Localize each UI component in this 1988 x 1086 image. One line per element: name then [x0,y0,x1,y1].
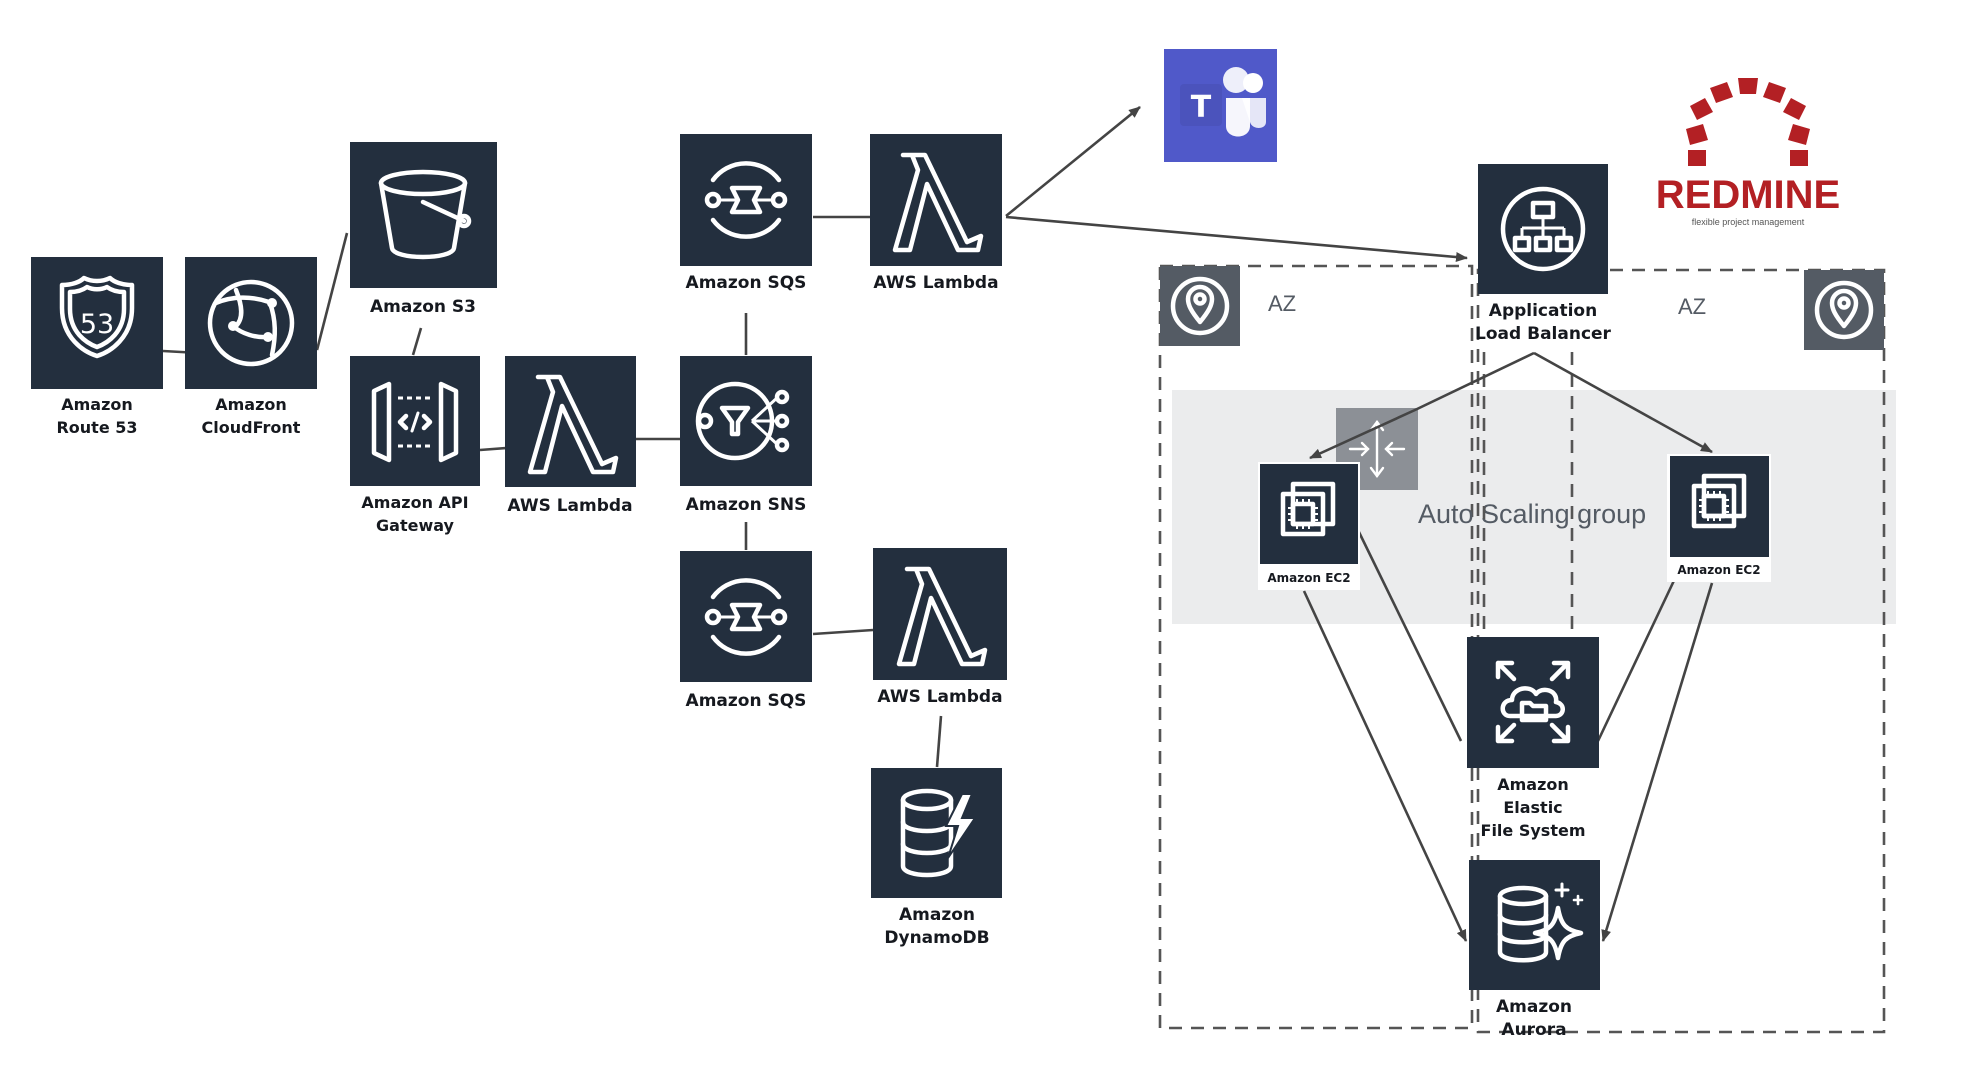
teams-node[interactable]: T [1164,49,1277,162]
lambda-icon [896,566,988,667]
aurora-node[interactable]: Amazon Aurora [1469,860,1600,1040]
alb-node[interactable]: Application Load Balancer [1475,164,1612,344]
lambda-api-label: AWS Lambda [507,496,632,516]
efs-node[interactable]: Amazon Elastic File System [1467,637,1599,840]
load-balancer-icon [1500,186,1586,272]
alb-label-1: Application [1489,301,1597,321]
sqs-top-label: Amazon SQS [686,273,807,293]
apigw-label-1: Amazon API [361,493,468,512]
ec2-chip-icon [1280,481,1336,537]
dynamodb-node[interactable]: Amazon DynamoDB [871,768,1002,948]
az-right-label: AZ [1678,294,1706,319]
auto-scaling-group-label: Auto Scaling group [1418,499,1646,529]
ec2-right-label: Amazon EC2 [1677,563,1760,577]
teams-letter: T [1191,90,1212,125]
connector-lambda-teams [1005,105,1141,218]
sns-icon [695,381,790,461]
aurora-icon [1497,882,1584,963]
auto-scaling-arrows-icon [1348,420,1406,478]
apigw-label-2: Gateway [376,516,455,535]
cloudfront-label-2: CloudFront [202,418,301,437]
redmine-arch-icon [1686,78,1810,166]
az-left-label: AZ [1268,291,1296,316]
connector-alb-ec2-left [1309,351,1535,460]
location-pin-icon [1170,276,1230,336]
connector-ec2-left-aurora [1302,590,1468,942]
dynamodb-label-1: Amazon [899,905,975,925]
ec2-right-node[interactable]: Amazon EC2 [1667,454,1771,582]
apigw-node[interactable]: Amazon API Gateway [350,356,480,535]
connector-ec2-right-aurora [1601,582,1714,942]
lambda-icon [527,374,619,475]
lambda-top-node[interactable]: AWS Lambda [870,134,1002,293]
redmine-tagline: flexible project management [1692,217,1805,227]
sns-label: Amazon SNS [686,495,807,515]
dynamodb-icon [900,788,977,878]
cloudfront-node[interactable]: Amazon CloudFront [185,257,317,437]
efs-icon [1495,660,1571,744]
cloudfront-label-1: Amazon [215,395,287,414]
route53-label-1: Amazon [61,395,133,414]
aurora-label-2: Aurora [1501,1020,1566,1040]
svg-text:53: 53 [80,309,114,340]
lambda-icon [892,152,984,253]
route53-label-2: Route 53 [56,418,137,437]
connector-lambda-dynamodb [935,715,943,768]
efs-label-3: File System [1481,821,1586,840]
s3-node[interactable]: Amazon S3 [350,142,497,317]
cloudfront-globe-icon [207,279,295,367]
s3-bucket-icon [378,169,472,260]
sqs-icon [704,578,788,656]
dynamodb-label-2: DynamoDB [884,928,989,948]
sqs-bottom-label: Amazon SQS [686,691,807,711]
aurora-label-1: Amazon [1496,997,1572,1017]
connector-s3-apigw [411,327,423,356]
api-gateway-icon [371,381,459,463]
ec2-left-label: Amazon EC2 [1267,571,1350,585]
route53-shield-icon: 53 [59,275,135,359]
az-left-frame [1158,264,1474,1030]
redmine-logo: REDMINE flexible project management [1656,78,1840,227]
ec2-left-node[interactable]: Amazon EC2 [1258,462,1360,590]
connector-sqs-lambda-bottom [812,628,874,636]
connector-lambda-alb [1005,215,1468,263]
lambda-bottom-label: AWS Lambda [877,687,1002,707]
efs-label-2: Elastic [1503,798,1562,817]
alb-label-2: Load Balancer [1475,324,1612,344]
sns-node[interactable]: Amazon SNS [680,356,812,515]
sqs-icon [704,161,788,239]
sqs-top-node[interactable]: Amazon SQS [680,134,812,293]
az-right-badge [1804,270,1884,350]
lambda-bottom-node[interactable]: AWS Lambda [873,548,1007,707]
az-right-frame [1476,268,1886,1034]
location-pin-icon [1814,280,1874,340]
lambda-top-label: AWS Lambda [873,273,998,293]
efs-label-1: Amazon [1497,775,1569,794]
redmine-wordmark: REDMINE [1656,173,1840,217]
connector-cloudfront-s3 [315,232,349,351]
connector-ec2-left-efs [1355,527,1463,742]
s3-label: Amazon S3 [370,297,476,317]
connector-alb-ec2-right [1533,351,1713,454]
sqs-bottom-node[interactable]: Amazon SQS [680,551,812,711]
microsoft-teams-logo: T [1180,67,1266,137]
az-left-badge [1160,266,1240,346]
route53-node[interactable]: 53 Amazon Route 53 [31,257,163,437]
lambda-api-node[interactable]: AWS Lambda [505,356,636,516]
ec2-chip-icon [1691,473,1747,529]
